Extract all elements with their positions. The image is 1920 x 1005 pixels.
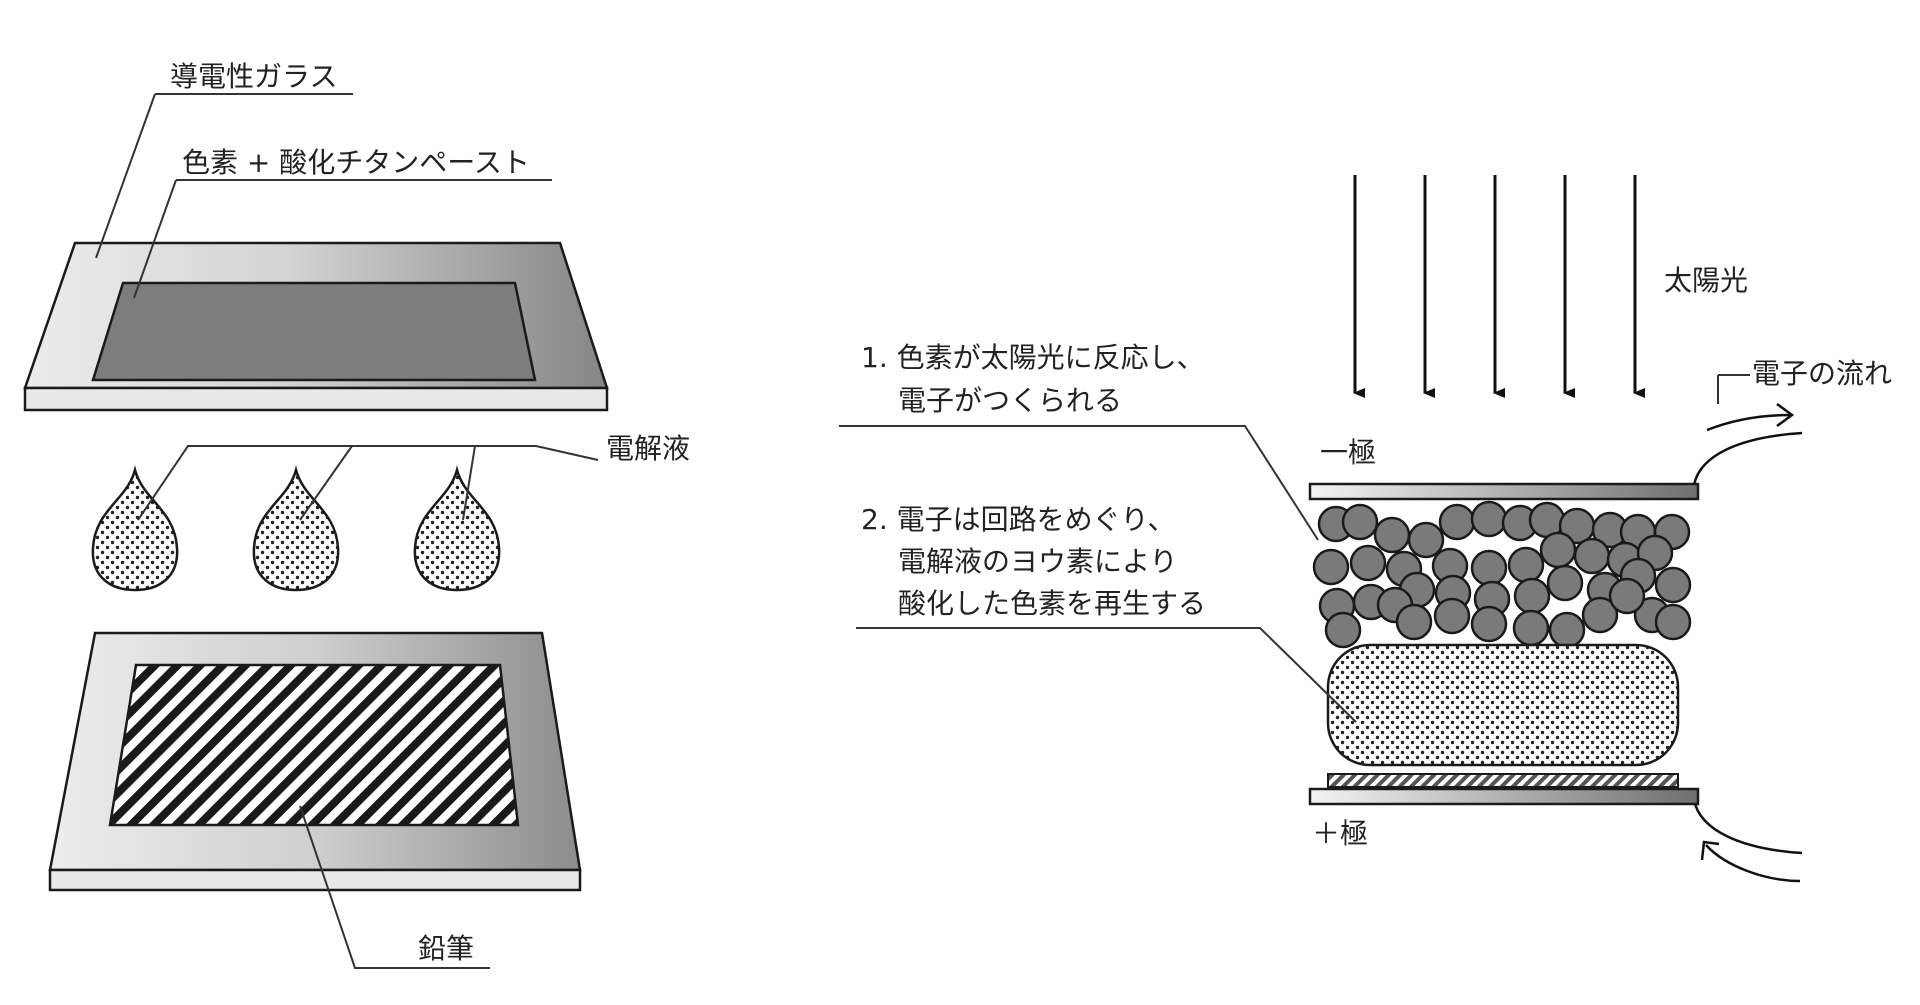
tio2-particle — [1407, 521, 1445, 559]
titanium-dioxide-particles — [1312, 500, 1692, 649]
graphite-layer — [1327, 773, 1679, 788]
sunlight-label: 太陽光 — [1664, 264, 1748, 297]
electron-flow-in-arrow — [1692, 799, 1803, 883]
tio2-particle — [1548, 611, 1586, 649]
tio2-particle — [1546, 564, 1584, 602]
electrolyte-label: 電解液 — [606, 432, 690, 465]
tio2-particle — [1470, 549, 1508, 587]
tio2-particle — [1470, 500, 1508, 538]
positive-electrode — [1308, 787, 1700, 806]
electron-flow-label: 電子の流れ — [1752, 357, 1892, 390]
tio2-particle — [1341, 503, 1379, 541]
positive-electrode-label: ＋極 — [1312, 817, 1368, 850]
pencil-label: 鉛筆 — [418, 932, 474, 965]
tio2-particle — [1373, 516, 1411, 554]
paste-label-leader — [133, 179, 552, 299]
tio2-particle — [1507, 546, 1545, 584]
tio2-particle — [1654, 566, 1692, 604]
tio2-particle — [1513, 577, 1551, 615]
sunlight-arrows — [1353, 175, 1645, 398]
tio2-particle — [1573, 537, 1611, 575]
glass-label: 導電性ガラス — [170, 60, 337, 93]
tio2-particle — [1512, 609, 1550, 647]
tio2-particle — [1581, 596, 1619, 634]
tio2-particle — [1324, 611, 1362, 649]
electrolyte-label-leader — [137, 445, 599, 521]
step1-leader — [839, 425, 1319, 541]
pencil-graphite-layer — [108, 663, 520, 827]
tio2-particle — [1539, 531, 1577, 569]
step1-text-line2: 電子がつくられる — [898, 384, 1122, 417]
step2-text-line2: 電解液のヨウ素により — [898, 545, 1177, 578]
negative-electrode-label: 一極 — [1320, 436, 1376, 469]
electron-flow-out-arrow — [1692, 402, 1803, 486]
tio2-particle — [1433, 597, 1471, 635]
tio2-particle — [1395, 603, 1433, 641]
tio2-particle — [1608, 577, 1646, 615]
tio2-particle — [1438, 503, 1476, 541]
step2-leader — [856, 627, 1357, 723]
electrolyte-drop — [413, 465, 501, 592]
step2-text-line1: 2. 電子は回路をめぐり、 — [861, 503, 1176, 536]
step1-text-line1: 1. 色素が太陽光に反応し、 — [861, 341, 1205, 374]
tio2-particle — [1654, 603, 1692, 641]
tio2-particle — [1349, 544, 1387, 582]
electrolyte-drop — [252, 465, 340, 592]
tio2-particle — [1312, 548, 1350, 586]
dye-titanium-paste-layer — [91, 281, 537, 382]
electron-flow-label-leader — [1717, 374, 1750, 404]
paste-label: 色素 + 酸化チタンペースト — [182, 146, 530, 179]
tio2-particle — [1470, 605, 1508, 643]
pencil-label-leader — [299, 805, 490, 969]
step2-text-line3: 酸化した色素を再生する — [898, 587, 1206, 620]
electrolyte-region — [1326, 643, 1680, 767]
negative-electrode — [1308, 482, 1700, 501]
electrolyte-drop — [91, 465, 179, 592]
glass-label-leader — [95, 93, 353, 259]
